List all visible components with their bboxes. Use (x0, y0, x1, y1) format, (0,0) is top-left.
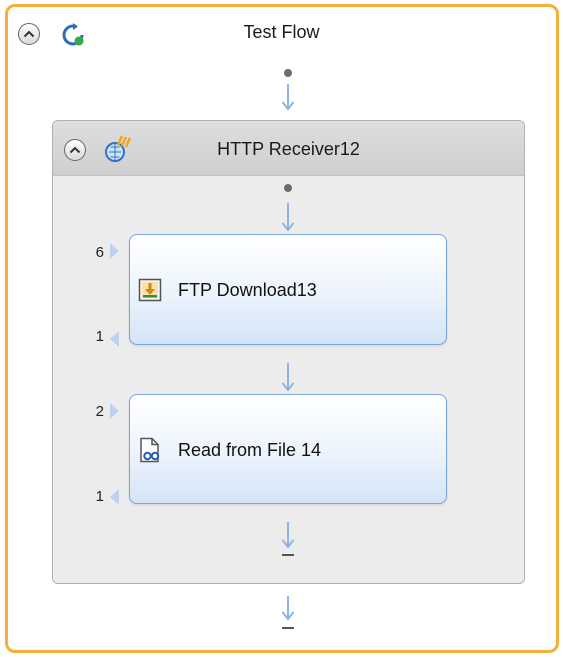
step-card-read-from-file[interactable] (129, 394, 447, 504)
flow-title: Test Flow (243, 22, 320, 42)
step-output-count: 1 (95, 328, 104, 345)
step-output-count: 1 (95, 488, 104, 505)
output-port-arrow[interactable] (110, 331, 119, 347)
group-start-dot (284, 184, 292, 192)
group-title: HTTP Receiver12 (217, 139, 360, 159)
chevron-up-icon (23, 30, 35, 38)
group-end-marker (282, 554, 294, 556)
step-input-count: 2 (95, 403, 104, 420)
connector-arrow (281, 522, 295, 550)
group-header (53, 121, 524, 176)
ftp-download-icon (138, 278, 162, 302)
chevron-up-icon (69, 146, 81, 154)
step-label: FTP Download13 (178, 280, 317, 300)
refresh-run-icon (61, 23, 85, 47)
connector-arrow (281, 596, 295, 622)
connector-arrow (281, 363, 295, 393)
output-port-arrow[interactable] (110, 489, 119, 505)
input-port-arrow[interactable] (110, 243, 119, 259)
group-collapse-button[interactable] (64, 139, 86, 161)
input-port-arrow[interactable] (110, 403, 119, 419)
http-receiver-icon (103, 135, 133, 165)
flow-end-marker (282, 627, 294, 629)
flow-collapse-button[interactable] (18, 23, 40, 45)
step-input-count: 6 (95, 244, 104, 261)
flow-start-dot (284, 69, 292, 77)
step-card-ftp-download[interactable] (129, 234, 447, 345)
step-label: Read from File 14 (178, 440, 322, 460)
http-receiver-group (52, 120, 525, 584)
read-file-icon (138, 437, 162, 463)
connector-arrow (281, 84, 295, 112)
connector-arrow (281, 203, 295, 233)
